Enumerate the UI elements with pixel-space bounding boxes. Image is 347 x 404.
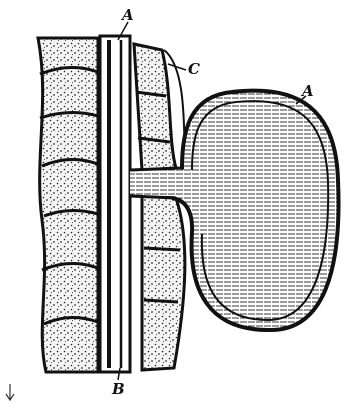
arrow-mark — [6, 384, 14, 400]
vertebral-arches — [134, 44, 186, 370]
sac-neck — [130, 168, 192, 198]
label-a-right: A — [300, 82, 314, 100]
cyst-sac — [172, 91, 339, 330]
label-c: C — [188, 60, 200, 78]
spinal-cord — [100, 36, 130, 372]
label-b: B — [111, 380, 125, 398]
vertebral-column — [38, 38, 98, 372]
label-a-top: A — [120, 6, 134, 24]
